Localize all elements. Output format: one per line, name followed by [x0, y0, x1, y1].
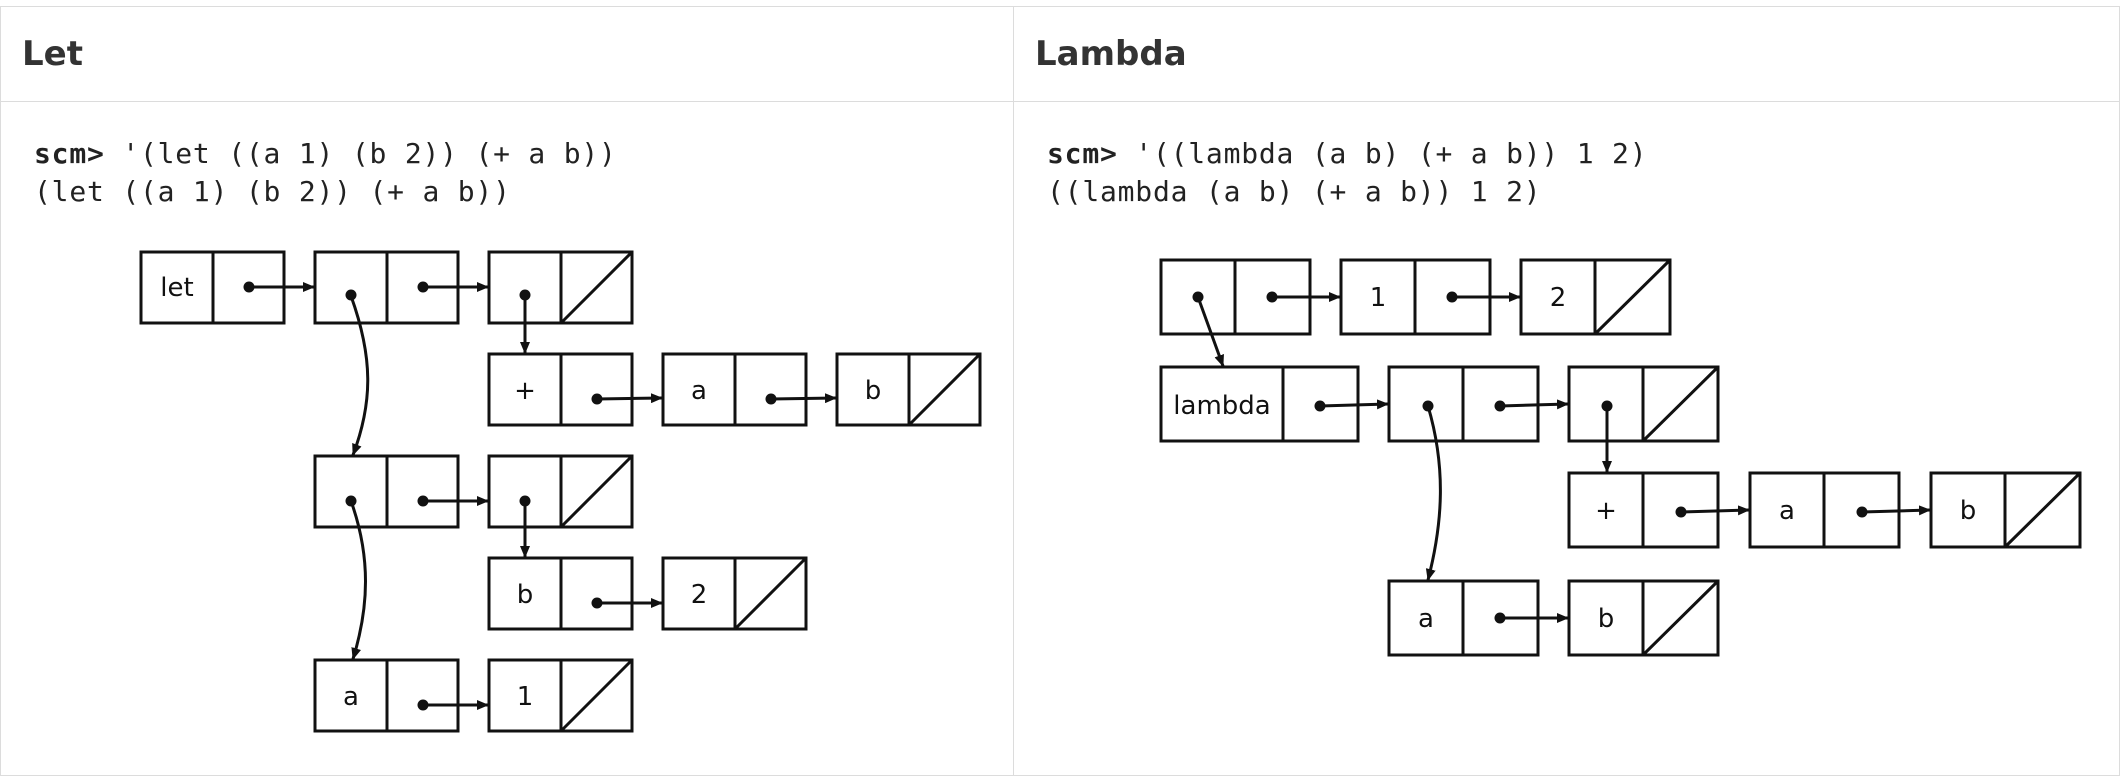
- let-prompt: scm>: [34, 137, 105, 170]
- cell-label-a: a: [691, 376, 707, 406]
- pair-binding-list: [313, 454, 460, 529]
- cell-label-one: 1: [517, 682, 534, 712]
- let-panel: Let scm> '(let ((a 1) (b 2)) (+ a b)) (l…: [1, 7, 1014, 775]
- cell-label-let: let: [160, 273, 193, 303]
- let-box-pointer-diagram: let + a b b 2 a 1: [139, 250, 982, 733]
- lambda-prompt: scm>: [1047, 137, 1118, 170]
- nil-slash: [559, 658, 634, 733]
- pair-b-binding: [487, 556, 634, 631]
- pair-one: [487, 658, 634, 733]
- cell-label-two: 2: [1550, 283, 1567, 313]
- pair-body: [1567, 365, 1720, 443]
- pair-param-b: [1567, 579, 1720, 657]
- pair-a: [661, 352, 808, 427]
- lambda-output-expression: ((lambda (a b) (+ a b)) 1 2): [1047, 175, 1542, 208]
- pointer-dots: [1192, 291, 1868, 624]
- lambda-input-expression: '((lambda (a b) (+ a b)) 1 2): [1117, 137, 1648, 170]
- cell-label-a-binding: a: [343, 682, 359, 712]
- cell-label-lambda: lambda: [1173, 391, 1270, 421]
- pair-body: [487, 250, 634, 325]
- pair-b: [1929, 471, 2082, 549]
- cell-label-two: 2: [691, 580, 708, 610]
- pair-plus: [487, 352, 634, 427]
- nil-slash: [2003, 471, 2082, 549]
- pair-two: [1519, 258, 1672, 336]
- pointer-arrows: [249, 282, 837, 710]
- pair-a-binding: [313, 658, 460, 733]
- lambda-panel: Lambda scm> '((lambda (a b) (+ a b)) 1 2…: [1014, 7, 2119, 775]
- pair-two: [661, 556, 808, 631]
- pair-binding-list-rest: [487, 454, 634, 529]
- cell-label-b-binding: b: [517, 580, 534, 610]
- cell-label-a: a: [1779, 496, 1795, 526]
- nil-slash: [1641, 365, 1720, 443]
- lambda-box-pointer-diagram: 1 2 lambda + a b a b: [1159, 258, 2082, 657]
- pair-a: [1748, 471, 1901, 549]
- let-output-expression: (let ((a 1) (b 2)) (+ a b)): [34, 175, 511, 208]
- pair-plus: [1567, 471, 1720, 549]
- comparison-table: Let scm> '(let ((a 1) (b 2)) (+ a b)) (l…: [0, 6, 2120, 776]
- lambda-code-block: scm> '((lambda (a b) (+ a b)) 1 2) ((lam…: [1047, 135, 1647, 211]
- cell-label-b: b: [865, 376, 882, 406]
- nil-slash: [1641, 579, 1720, 657]
- cell-label-param-a: a: [1418, 604, 1434, 634]
- cell-label-one: 1: [1370, 283, 1387, 313]
- lambda-panel-title: Lambda: [1014, 7, 2119, 102]
- nil-slash: [733, 556, 808, 631]
- cell-label-param-b: b: [1598, 604, 1615, 634]
- cell-label-b: b: [1960, 496, 1977, 526]
- nil-slash: [559, 250, 634, 325]
- pointer-arrows: [1196, 292, 1931, 623]
- cell-label-plus: +: [514, 376, 536, 406]
- let-code-block: scm> '(let ((a 1) (b 2)) (+ a b)) (let (…: [34, 135, 617, 211]
- let-panel-title: Let: [1, 7, 1013, 102]
- pair-params: [1387, 365, 1540, 443]
- let-input-expression: '(let ((a 1) (b 2)) (+ a b)): [104, 137, 617, 170]
- nil-slash: [907, 352, 982, 427]
- pair-b: [835, 352, 982, 427]
- pointer-dots: [243, 281, 777, 711]
- cell-label-plus: +: [1595, 496, 1617, 526]
- nil-slash: [1593, 258, 1672, 336]
- nil-slash: [559, 454, 634, 529]
